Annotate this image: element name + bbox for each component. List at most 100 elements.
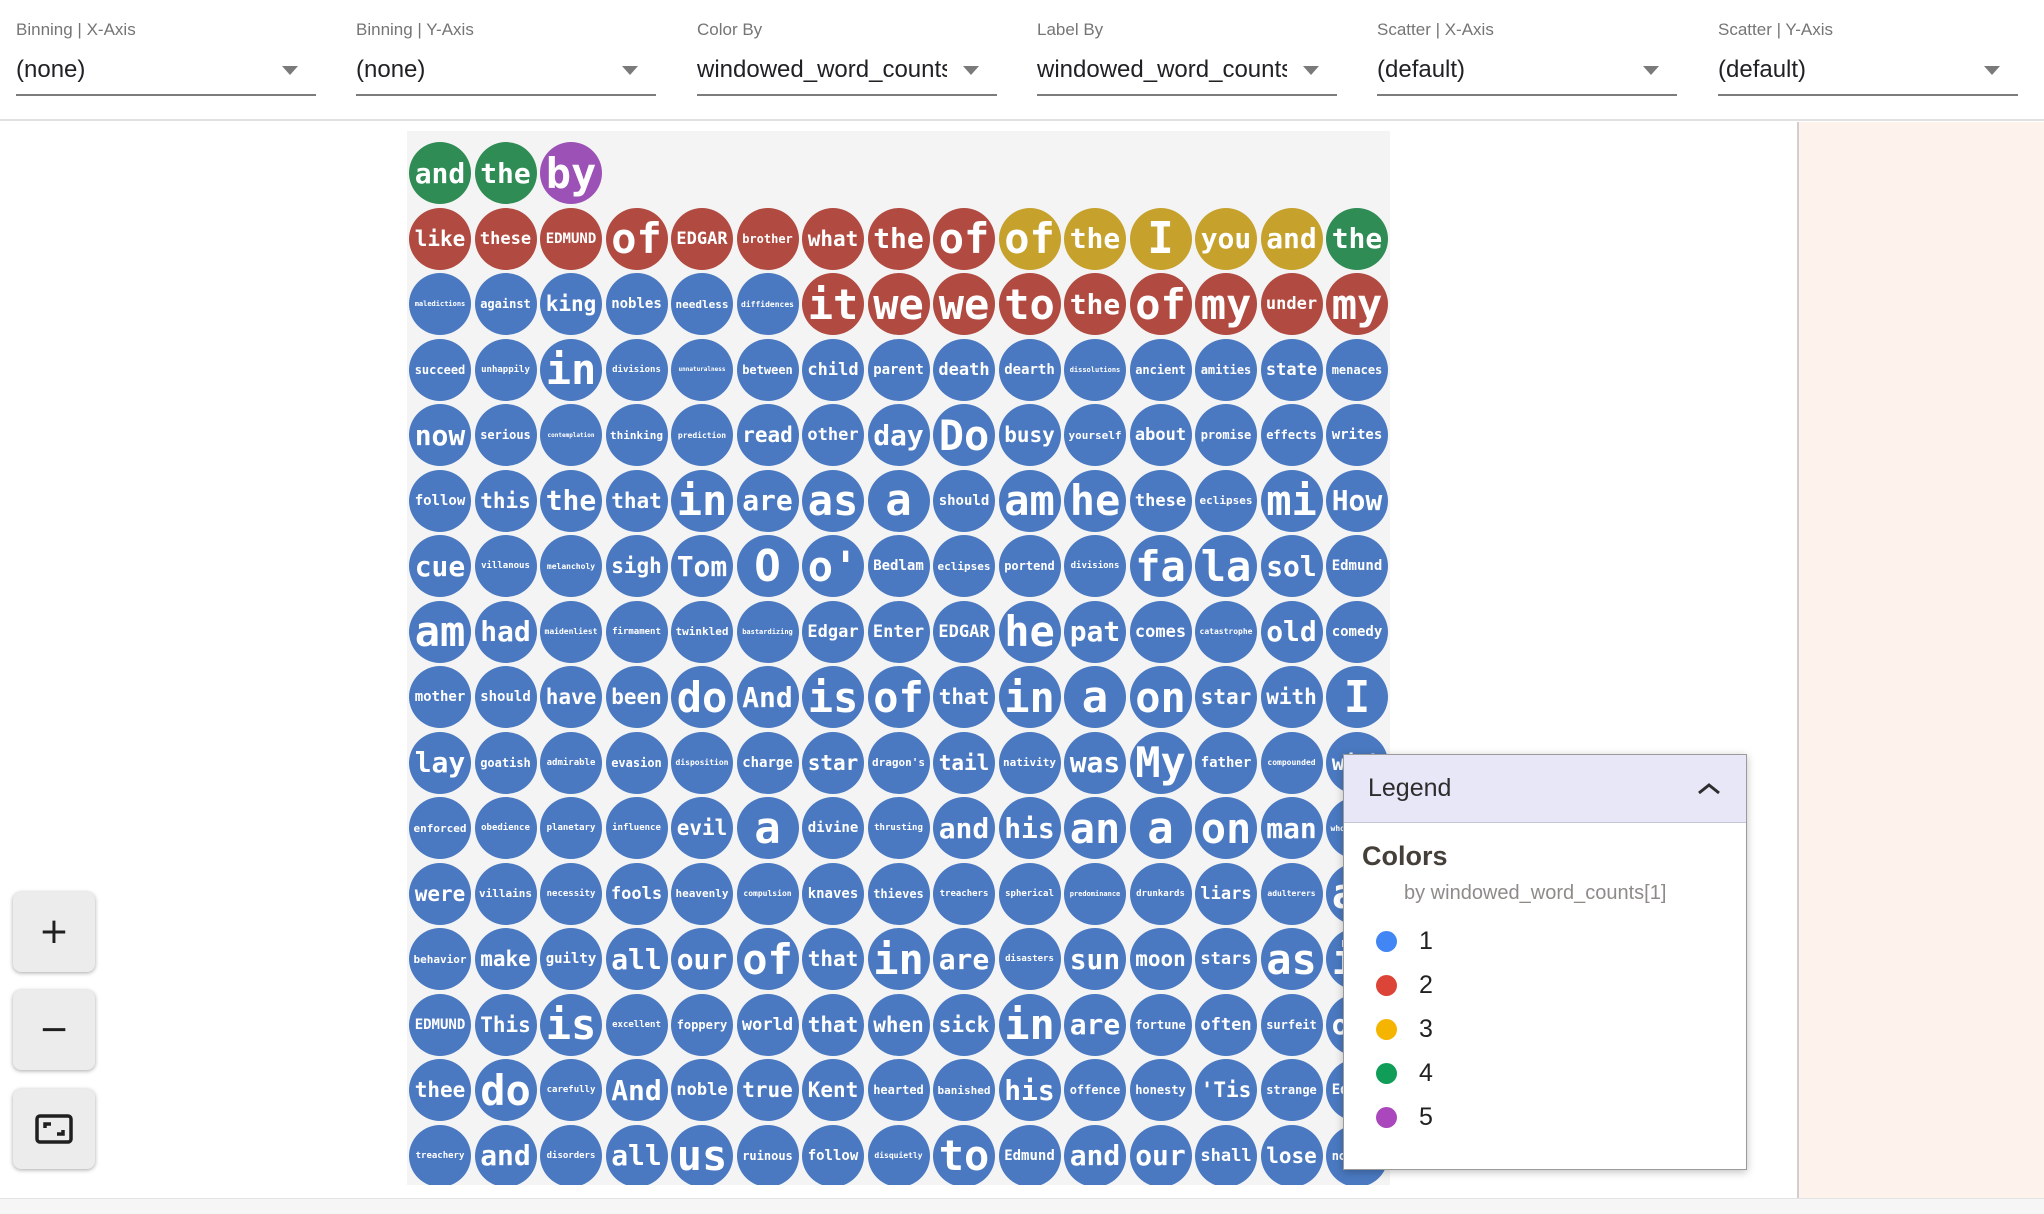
word-bubble[interactable]: we <box>867 273 930 335</box>
dropdown-scatter-x-axis[interactable]: Scatter | X-Axis (default) <box>1377 20 1677 110</box>
word-bubble[interactable]: as <box>802 469 864 532</box>
word-bubble[interactable]: yourself <box>1064 404 1126 466</box>
word-bubble[interactable]: is <box>540 993 602 1056</box>
word-bubble[interactable]: guilty <box>540 928 602 990</box>
word-bubble[interactable]: our <box>1129 1124 1192 1185</box>
word-bubble[interactable]: surfeit <box>1260 993 1323 1056</box>
word-bubble[interactable]: I <box>1326 666 1388 728</box>
word-bubble[interactable]: Edgar <box>802 600 864 663</box>
word-bubble[interactable]: menaces <box>1326 338 1388 401</box>
word-bubble[interactable]: divine <box>802 797 864 859</box>
word-bubble[interactable]: thee <box>409 1059 471 1121</box>
word-bubble[interactable]: have <box>540 666 602 728</box>
word-bubble[interactable]: needless <box>671 273 733 335</box>
word-bubble[interactable]: lay <box>409 731 471 794</box>
word-bubble[interactable]: of <box>998 207 1061 270</box>
dropdown-binning-x-axis[interactable]: Binning | X-Axis (none) <box>16 20 316 110</box>
word-bubble[interactable]: Edmund <box>998 1124 1061 1185</box>
word-bubble[interactable]: you <box>1195 207 1257 270</box>
word-bubble[interactable]: and <box>474 1124 537 1185</box>
word-bubble[interactable]: and <box>1064 1124 1126 1185</box>
word-bubble[interactable]: he <box>1064 469 1126 532</box>
word-bubble[interactable]: what <box>802 207 864 270</box>
word-bubble[interactable]: read <box>736 404 799 466</box>
word-bubble[interactable]: disposition <box>671 731 733 794</box>
word-bubble[interactable]: o' <box>802 535 864 597</box>
word-bubble[interactable]: writes <box>1326 404 1388 466</box>
word-bubble[interactable]: like <box>409 207 471 270</box>
word-bubble[interactable]: treachery <box>409 1124 471 1185</box>
word-bubble[interactable]: treachers <box>933 862 995 925</box>
word-bubble[interactable]: it <box>802 273 864 335</box>
word-bubble[interactable]: obedience <box>474 797 537 859</box>
word-bubble[interactable]: in <box>998 993 1061 1056</box>
word-bubble[interactable]: the <box>1064 273 1126 335</box>
word-bubble[interactable]: man <box>1260 797 1323 859</box>
word-bubble[interactable]: maidenliest <box>540 600 602 663</box>
word-bubble[interactable]: planetary <box>540 797 602 859</box>
word-bubble[interactable]: these <box>474 207 537 270</box>
word-bubble[interactable]: by <box>540 142 602 204</box>
word-bubble[interactable]: disorders <box>540 1124 602 1185</box>
word-bubble[interactable]: follow <box>409 469 471 532</box>
word-bubble[interactable]: excellent <box>605 993 668 1056</box>
word-bubble[interactable]: been <box>605 666 668 728</box>
word-bubble[interactable]: villains <box>474 862 537 925</box>
word-bubble[interactable]: shall <box>1195 1124 1257 1185</box>
word-bubble[interactable]: that <box>802 928 864 990</box>
zoom-in-button[interactable]: + <box>13 892 95 972</box>
word-bubble[interactable]: do <box>671 666 733 728</box>
word-bubble[interactable]: nobles <box>605 273 668 335</box>
word-bubble[interactable]: Enter <box>867 600 930 663</box>
word-bubble[interactable]: la <box>1195 535 1257 597</box>
fit-to-screen-button[interactable] <box>13 1089 95 1169</box>
word-bubble[interactable]: contemplation <box>540 404 602 466</box>
word-bubble[interactable]: these <box>1129 469 1192 532</box>
word-bubble[interactable]: of <box>933 207 995 270</box>
word-bubble[interactable]: the <box>867 207 930 270</box>
word-bubble[interactable]: in <box>540 338 602 401</box>
word-bubble[interactable]: had <box>474 600 537 663</box>
word-bubble[interactable]: in <box>998 666 1061 728</box>
word-bubble[interactable]: that <box>933 666 995 728</box>
word-bubble[interactable]: Bedlam <box>867 535 930 597</box>
word-bubble[interactable]: are <box>736 469 799 532</box>
word-bubble[interactable]: enforced <box>409 797 471 859</box>
word-bubble[interactable]: liars <box>1195 862 1257 925</box>
word-bubble[interactable]: hearted <box>867 1059 930 1121</box>
word-bubble[interactable]: our <box>671 928 733 990</box>
word-bubble[interactable]: EDGAR <box>933 600 995 663</box>
word-bubble[interactable]: comedy <box>1326 600 1388 663</box>
word-bubble[interactable]: death <box>933 338 995 401</box>
word-bubble[interactable]: admirable <box>540 731 602 794</box>
word-bubble[interactable]: in <box>671 469 733 532</box>
word-bubble[interactable]: lose <box>1260 1124 1323 1185</box>
word-bubble[interactable]: a <box>1129 797 1192 859</box>
word-bubble[interactable]: fortune <box>1129 993 1192 1056</box>
word-bubble[interactable]: and <box>933 797 995 859</box>
word-bubble[interactable]: catastrophe <box>1195 600 1257 663</box>
word-bubble[interactable]: influence <box>605 797 668 859</box>
word-bubble[interactable]: am <box>998 469 1061 532</box>
word-bubble[interactable]: heavenly <box>671 862 733 925</box>
word-bubble[interactable]: he <box>998 600 1061 663</box>
word-bubble[interactable]: was <box>1064 731 1126 794</box>
word-bubble[interactable]: Kent <box>802 1059 864 1121</box>
word-bubble[interactable]: twinkled <box>671 600 733 663</box>
word-bubble[interactable]: noble <box>671 1059 733 1121</box>
word-bubble[interactable]: charge <box>736 731 799 794</box>
word-bubble[interactable]: honesty <box>1129 1059 1192 1121</box>
word-bubble[interactable]: eclipses <box>1195 469 1257 532</box>
word-bubble[interactable]: dissolutions <box>1064 338 1126 401</box>
word-bubble[interactable]: I <box>1129 207 1192 270</box>
word-bubble[interactable]: thrusting <box>867 797 930 859</box>
word-bubble[interactable]: portend <box>998 535 1061 597</box>
word-bubble[interactable]: goatish <box>474 731 537 794</box>
dropdown-scatter-y-axis[interactable]: Scatter | Y-Axis (default) <box>1718 20 2018 110</box>
word-bubble[interactable]: unnaturalness <box>671 338 733 401</box>
word-bubble[interactable]: EDGAR <box>671 207 733 270</box>
word-bubble[interactable]: a <box>867 469 930 532</box>
word-bubble[interactable]: How <box>1326 469 1388 532</box>
word-bubble[interactable]: is <box>802 666 864 728</box>
chevron-up-icon[interactable] <box>1696 781 1722 797</box>
